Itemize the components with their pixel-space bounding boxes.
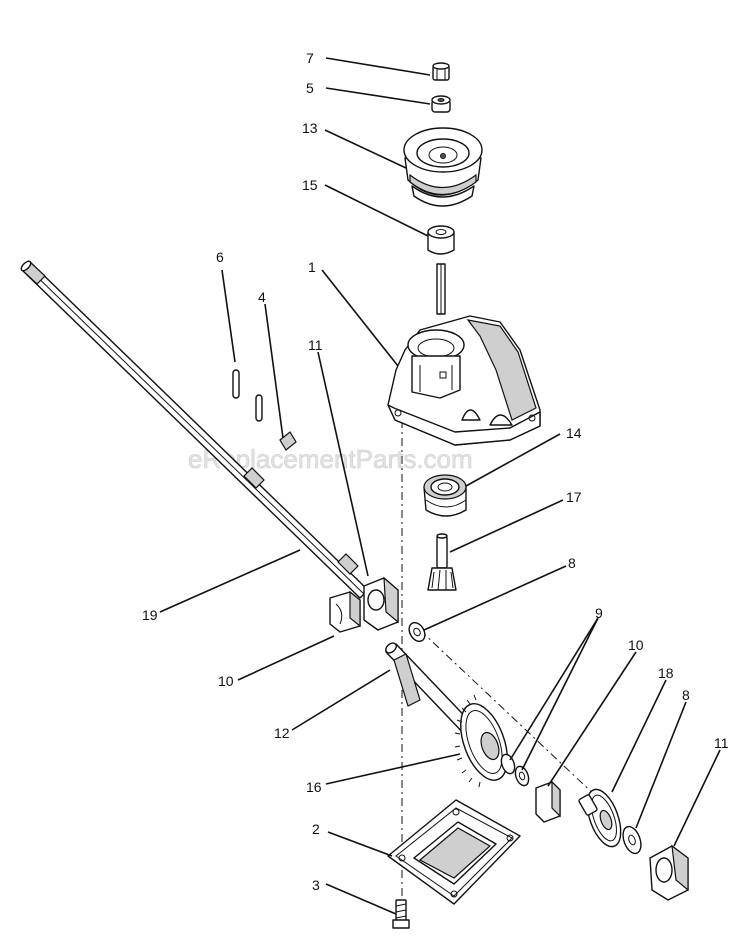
callout-18: 18 bbox=[658, 665, 674, 681]
part-6-pin[interactable] bbox=[232, 369, 240, 399]
callout-4: 4 bbox=[258, 289, 266, 305]
callout-11-right: 11 bbox=[714, 735, 729, 751]
part-16-large-gear[interactable] bbox=[452, 694, 517, 788]
part-1-gear-housing[interactable] bbox=[387, 315, 541, 446]
callout-10-right: 10 bbox=[628, 637, 644, 653]
part-15-bushing[interactable] bbox=[427, 225, 455, 255]
callout-9: 9 bbox=[595, 605, 603, 621]
part-10-bushing-right[interactable] bbox=[535, 780, 561, 823]
input-shaft-upper bbox=[436, 263, 446, 315]
callout-17: 17 bbox=[566, 489, 582, 505]
callout-8-lower: 8 bbox=[682, 687, 690, 703]
callout-11: 11 bbox=[308, 337, 323, 353]
part-8-washer-lower[interactable] bbox=[620, 824, 645, 856]
part-11-bushing-right[interactable] bbox=[649, 844, 689, 901]
callout-16: 16 bbox=[306, 779, 322, 795]
callout-1: 1 bbox=[308, 259, 316, 275]
part-7-nut[interactable] bbox=[432, 62, 450, 81]
part-4-pin[interactable] bbox=[255, 394, 297, 451]
part-10-bushing-left[interactable] bbox=[329, 590, 361, 633]
part-2-cover-plate[interactable] bbox=[387, 799, 521, 905]
callout-7: 7 bbox=[306, 50, 314, 66]
leader-lines bbox=[159, 57, 721, 915]
part-17-pinion-shaft[interactable] bbox=[427, 533, 457, 591]
part-5-washer[interactable] bbox=[431, 95, 451, 113]
shaft-axis-line bbox=[419, 629, 601, 801]
callout-15: 15 bbox=[302, 177, 318, 193]
callout-13: 13 bbox=[302, 120, 318, 136]
callout-3: 3 bbox=[312, 877, 320, 893]
part-9-washers[interactable] bbox=[499, 753, 531, 788]
part-3-bolt[interactable] bbox=[392, 899, 410, 929]
part-11-bushing-left[interactable] bbox=[363, 576, 399, 631]
callout-12: 12 bbox=[274, 725, 290, 741]
part-19-drive-shaft[interactable] bbox=[20, 260, 369, 599]
part-13-pulley[interactable] bbox=[403, 127, 483, 207]
part-14-bearing[interactable] bbox=[423, 474, 467, 517]
callout-14: 14 bbox=[566, 425, 582, 441]
callout-8-upper: 8 bbox=[568, 555, 576, 571]
part-8-washer-upper[interactable] bbox=[406, 620, 428, 644]
callout-2: 2 bbox=[312, 821, 320, 837]
callout-5: 5 bbox=[306, 80, 314, 96]
callout-19: 19 bbox=[142, 607, 158, 623]
part-18-small-gear[interactable] bbox=[578, 785, 627, 851]
callout-10-left: 10 bbox=[218, 673, 234, 689]
callout-6: 6 bbox=[216, 249, 224, 265]
part-12-output-shaft[interactable] bbox=[384, 641, 479, 739]
